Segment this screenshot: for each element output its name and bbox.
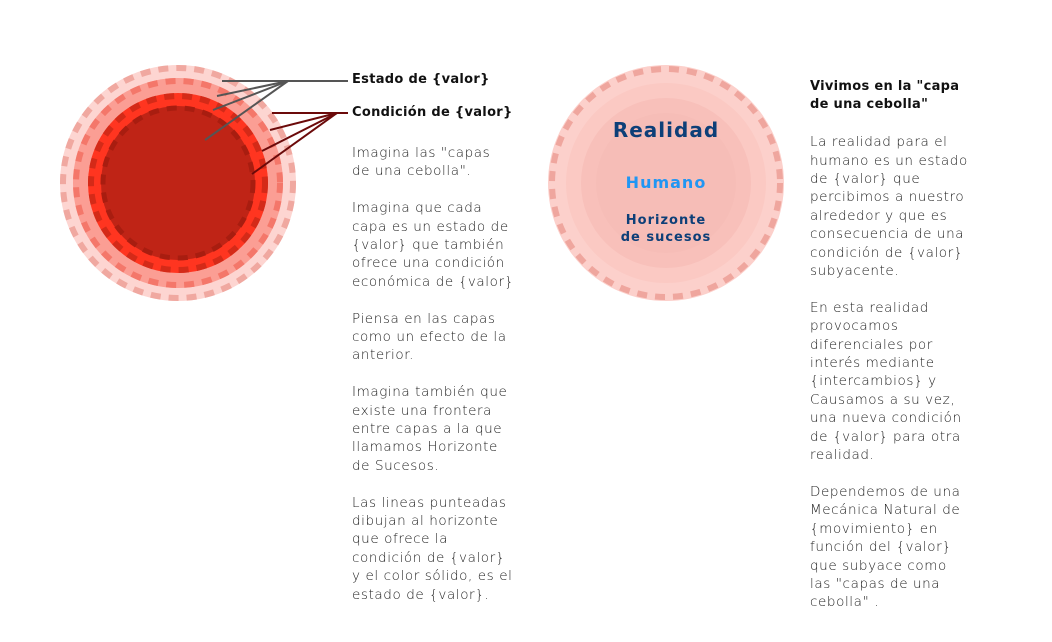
- left-paragraph: Imagina que cada capa es un estado de {v…: [352, 200, 514, 290]
- realidad-horizon: [549, 66, 783, 300]
- layer-4: [101, 106, 255, 260]
- humano-label: Humano: [625, 173, 707, 192]
- left-paragraph: Imagina las "capas de una cebolla".: [352, 145, 491, 180]
- state-pointer-lines: [204, 80, 348, 141]
- layer-3-horizon: [88, 93, 268, 273]
- horizonte-line-1: Horizonte: [625, 213, 707, 228]
- horizonte-label: Horizonte de sucesos: [566, 212, 766, 246]
- inner-layer: [596, 113, 736, 253]
- right-explanation: Vivimos en la "capa de una cebolla" La r…: [810, 78, 1010, 630]
- left-paragraph: Las lineas punteadas dibujan al horizont…: [352, 494, 513, 603]
- left-paragraph: Piensa en las capas como un efecto de la…: [352, 310, 507, 364]
- onion-diagram: [60, 65, 296, 301]
- layer-4-horizon: [100, 105, 256, 261]
- right-paragraph: La realidad para el humano es un estado …: [810, 134, 968, 280]
- right-paragraph: En esta realidad provocamos diferenciale…: [810, 299, 962, 464]
- left-explanation: Imagina las "capas de una cebolla". Imag…: [352, 144, 552, 622]
- layer-1-horizon: [60, 65, 296, 301]
- horizonte-line-2: de sucesos: [620, 230, 712, 245]
- condition-pointer-lines: [251, 112, 348, 175]
- right-heading: Vivimos en la "capa de una cebolla": [810, 79, 960, 113]
- realidad-label: Realidad: [612, 118, 720, 142]
- layer-2-horizon: [73, 78, 283, 288]
- condition-label: Condición de {valor}: [352, 105, 513, 120]
- left-paragraph: Imagina también que existe una frontera …: [352, 384, 508, 474]
- reality-diagram: [548, 65, 784, 301]
- state-label: Estado de {valor}: [352, 72, 490, 87]
- right-paragraph: Dependemos de una Mecánica Natural de {m…: [810, 483, 961, 611]
